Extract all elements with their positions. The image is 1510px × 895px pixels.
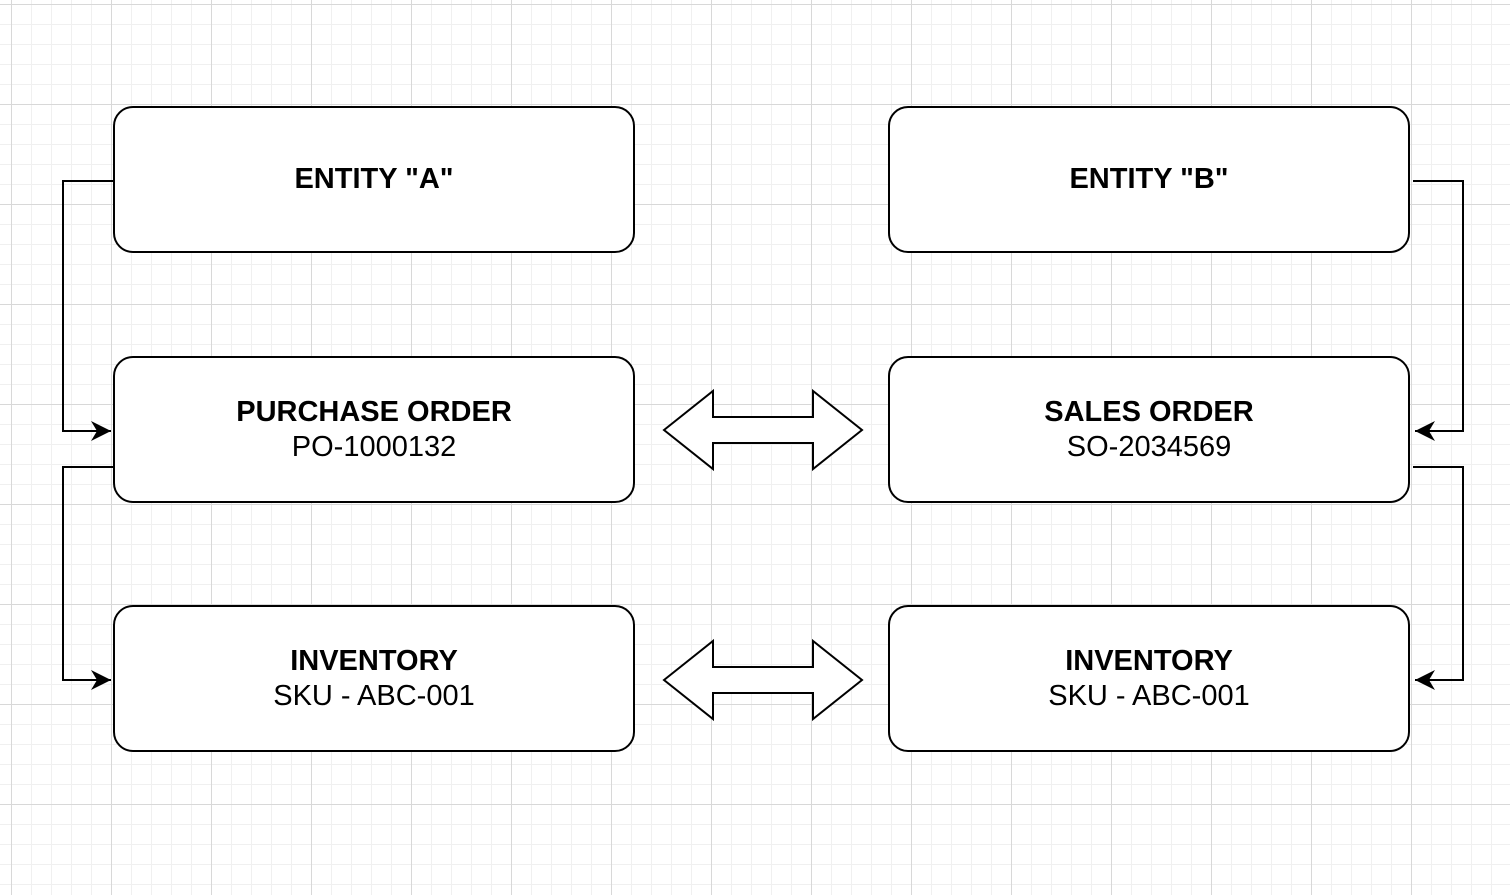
sales-order-box[interactable]: SALES ORDER SO-2034569 — [888, 356, 1410, 503]
inventory-b-sku: SKU - ABC-001 — [1048, 679, 1250, 712]
inventory-b-box[interactable]: INVENTORY SKU - ABC-001 — [888, 605, 1410, 752]
sales-order-title: SALES ORDER — [1044, 395, 1254, 428]
double-arrow-inventory — [662, 638, 864, 722]
purchase-order-title: PURCHASE ORDER — [236, 395, 512, 428]
connector-po-to-inventory-a — [62, 466, 113, 690]
purchase-order-number: PO-1000132 — [291, 430, 457, 463]
entity-b-title: ENTITY "B" — [1069, 163, 1229, 195]
inventory-a-box[interactable]: INVENTORY SKU - ABC-001 — [113, 605, 635, 752]
entity-a-box[interactable]: ENTITY "A" — [113, 106, 635, 253]
double-arrow-po-so — [662, 388, 864, 472]
inventory-a-sku: SKU - ABC-001 — [273, 679, 475, 712]
entity-a-title: ENTITY "A" — [294, 163, 454, 195]
purchase-order-box[interactable]: PURCHASE ORDER PO-1000132 — [113, 356, 635, 503]
entity-b-box[interactable]: ENTITY "B" — [888, 106, 1410, 253]
sales-order-number: SO-2034569 — [1066, 430, 1232, 463]
connector-so-to-inventory-b — [1413, 466, 1464, 690]
connector-entity-b-to-so — [1413, 180, 1464, 441]
connector-entity-a-to-po — [62, 180, 113, 441]
inventory-b-title: INVENTORY — [1065, 644, 1233, 677]
inventory-a-title: INVENTORY — [290, 644, 458, 677]
